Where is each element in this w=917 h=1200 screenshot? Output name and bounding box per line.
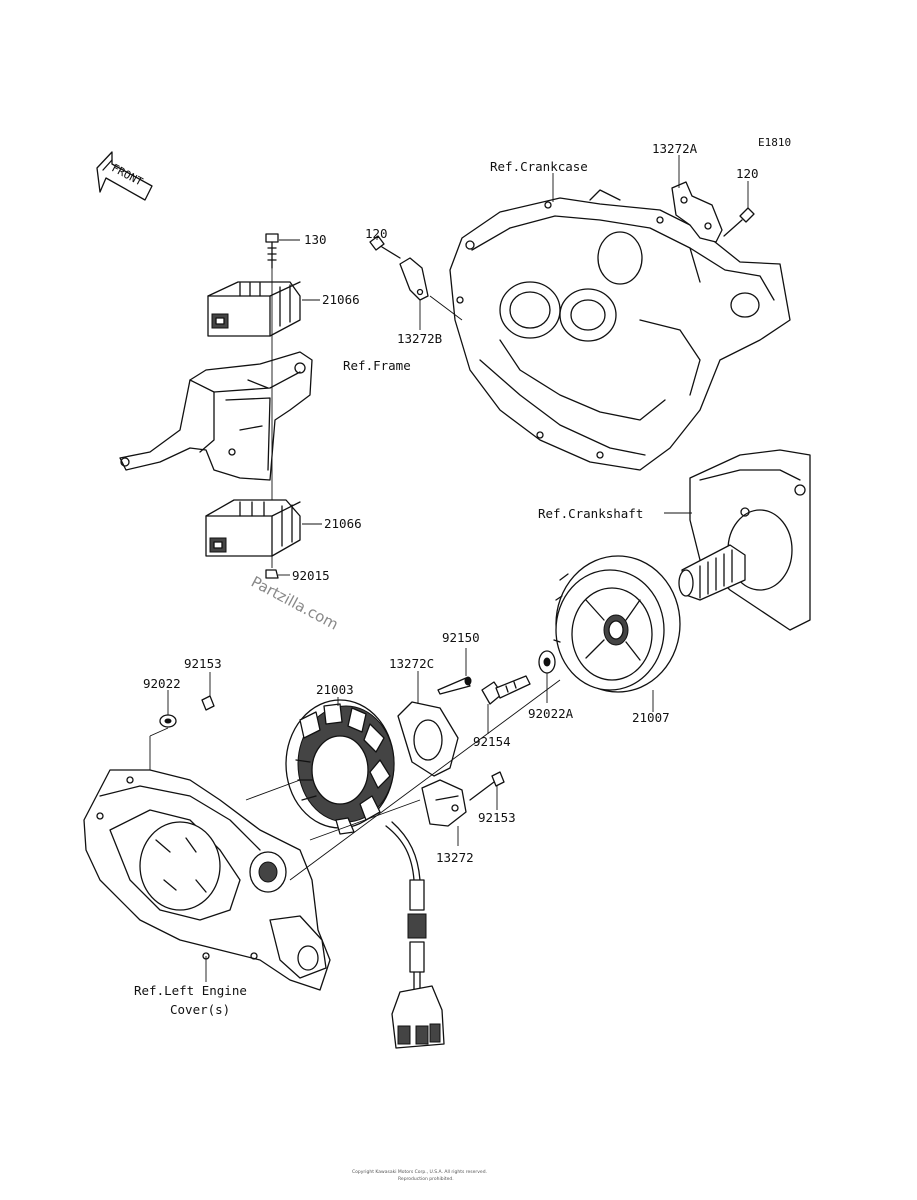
part-92153-top: 92153 bbox=[184, 656, 222, 671]
bracket-13272B bbox=[399, 257, 429, 301]
part-13272B: 13272B bbox=[397, 331, 442, 346]
part-120-left: 120 bbox=[365, 226, 388, 241]
part-21003: 21003 bbox=[316, 682, 354, 697]
part-92153-right: 92153 bbox=[478, 810, 516, 825]
washer-92022 bbox=[159, 714, 177, 728]
wire-harness bbox=[385, 821, 445, 1049]
diagram-code: E1810 bbox=[758, 136, 791, 149]
bolt-120-right bbox=[723, 207, 755, 237]
part-120-right: 120 bbox=[736, 166, 759, 181]
bolt-130 bbox=[265, 233, 279, 269]
part-92015: 92015 bbox=[292, 568, 330, 583]
part-92154: 92154 bbox=[473, 734, 511, 749]
footer-copyright-line1: Copyright Kawasaki Motors Corp., U.S.A. … bbox=[352, 1169, 487, 1175]
part-13272C: 13272C bbox=[389, 656, 434, 671]
stator-21003 bbox=[285, 699, 395, 835]
plate-13272C bbox=[397, 701, 459, 777]
part-92150: 92150 bbox=[442, 630, 480, 645]
bolt-120-left bbox=[369, 235, 401, 259]
ref-crankcase-label: Ref.Crankcase bbox=[490, 159, 588, 174]
part-13272A: 13272A bbox=[652, 141, 698, 156]
part-13272: 13272 bbox=[436, 850, 474, 865]
part-21066-top: 21066 bbox=[322, 292, 360, 307]
screw-92153-right bbox=[469, 771, 505, 801]
part-21007: 21007 bbox=[632, 710, 670, 725]
part-21066-bottom: 21066 bbox=[324, 516, 362, 531]
part-92022A: 92022A bbox=[528, 706, 574, 721]
screw-92150 bbox=[437, 676, 472, 695]
washer-92022A bbox=[538, 650, 556, 674]
ref-left-engine-cover-line2: Cover(s) bbox=[170, 1002, 230, 1017]
crankshaft-drawing bbox=[678, 449, 811, 631]
regulator-21066-top bbox=[207, 281, 301, 337]
ref-crankshaft-label: Ref.Crankshaft bbox=[538, 506, 643, 521]
part-130: 130 bbox=[304, 232, 327, 247]
bolt-92154 bbox=[481, 675, 531, 705]
left-engine-cover-drawing bbox=[83, 769, 331, 991]
bracket-13272A bbox=[671, 181, 723, 243]
crankcase-drawing bbox=[449, 189, 791, 471]
ref-left-engine-cover-line1: Ref.Left Engine bbox=[134, 983, 247, 998]
front-arrow-icon: FRONT bbox=[96, 151, 153, 201]
regulator-bracket bbox=[119, 351, 313, 481]
footer-copyright-line2: Reproduction prohibited. bbox=[398, 1176, 454, 1182]
rotor-21007 bbox=[553, 555, 681, 693]
ref-frame-label: Ref.Frame bbox=[343, 358, 411, 373]
regulator-21066-bottom bbox=[205, 499, 301, 557]
screw-92153-top bbox=[201, 695, 215, 711]
bracket-13272 bbox=[421, 779, 467, 827]
nut-92015 bbox=[265, 569, 279, 579]
part-92022: 92022 bbox=[143, 676, 181, 691]
